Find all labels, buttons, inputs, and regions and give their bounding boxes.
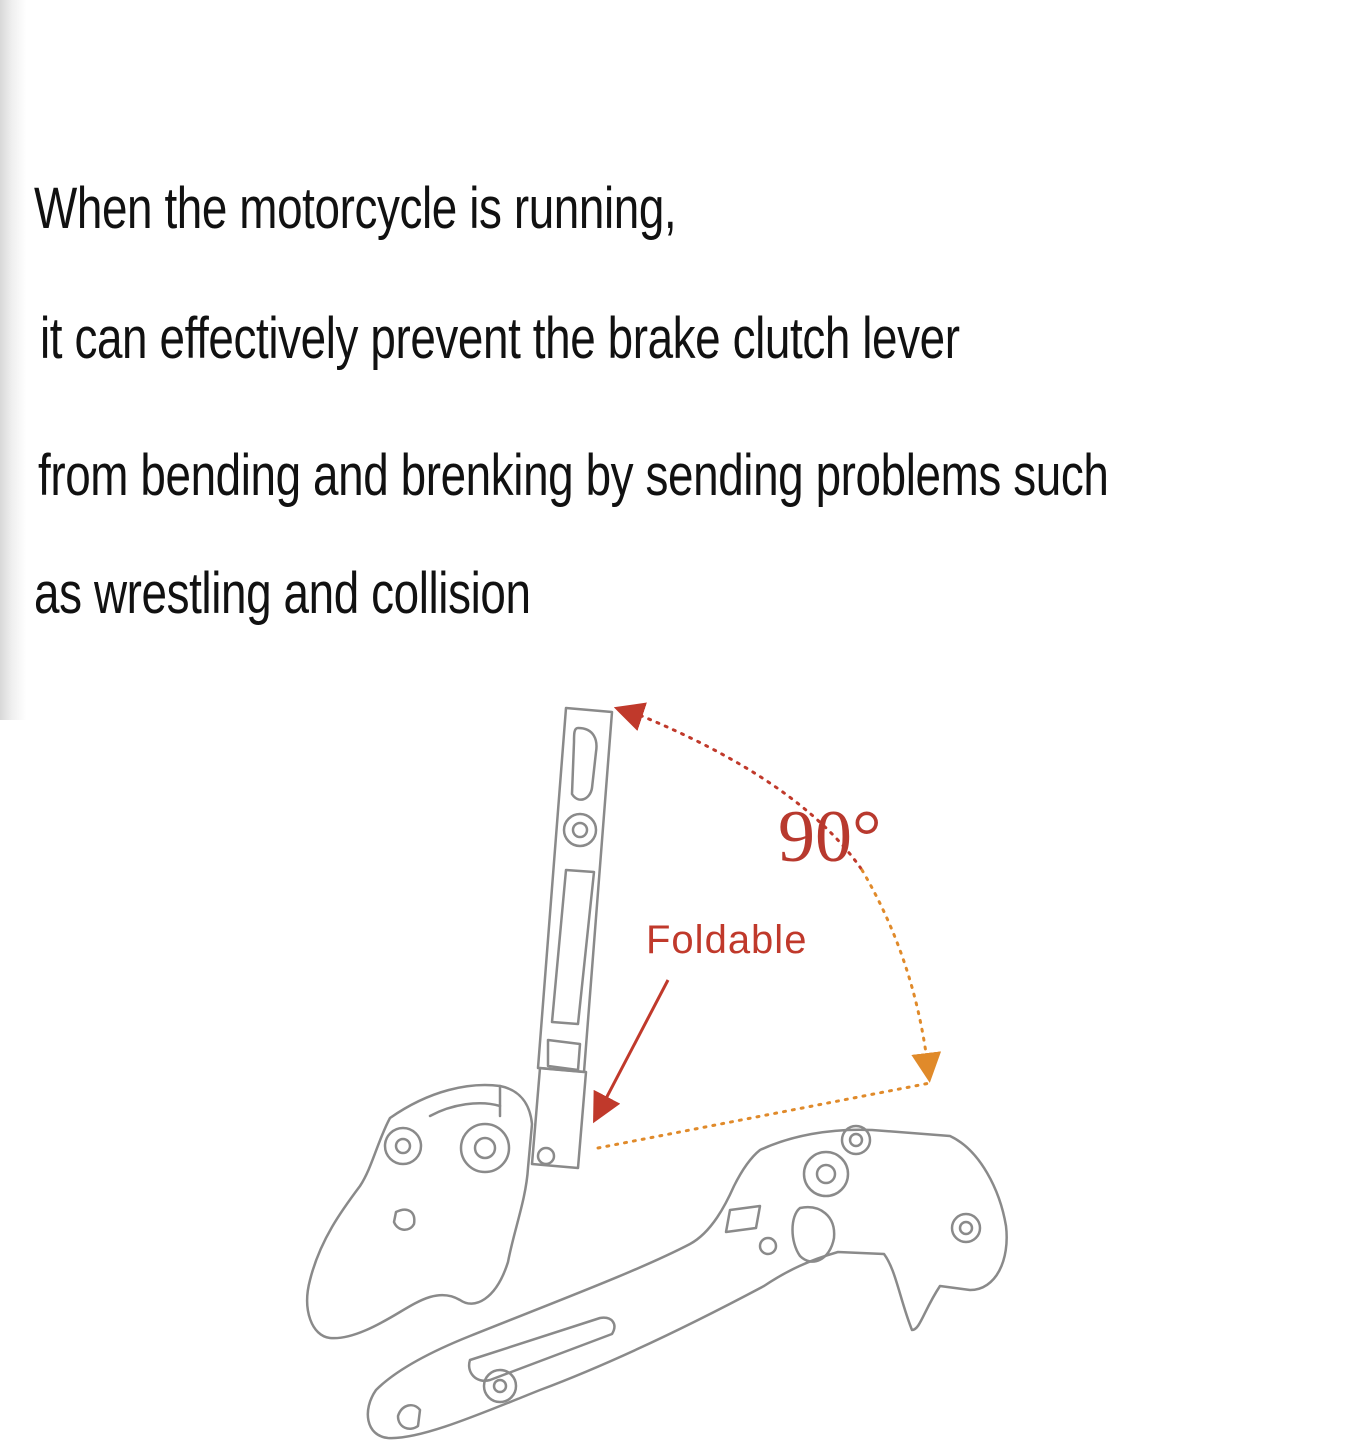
left-edge-shadow xyxy=(0,0,26,720)
fold-label: Foldable xyxy=(646,918,808,962)
fold-arrow xyxy=(593,979,670,1124)
folded-baseline xyxy=(596,1081,932,1150)
angle-label: 90° xyxy=(778,796,882,878)
caption-block: When the motorcycle is running, it can e… xyxy=(0,0,1356,680)
caption-line-4: as wrestling and collision xyxy=(34,561,531,626)
upright-lever xyxy=(536,706,614,1074)
fold-angle-arc xyxy=(630,710,864,872)
folding-lever-icon xyxy=(305,702,1008,1440)
extended-lever xyxy=(366,1128,1008,1440)
fold-angle-arc-lower xyxy=(860,868,942,1083)
left-lever-housing xyxy=(305,1083,534,1340)
caption-line-1: When the motorcycle is running, xyxy=(34,176,677,241)
caption-line-3: from bending and brenking by sending pro… xyxy=(38,443,1109,508)
caption-line-2: it can effectively prevent the brake clu… xyxy=(40,306,960,371)
